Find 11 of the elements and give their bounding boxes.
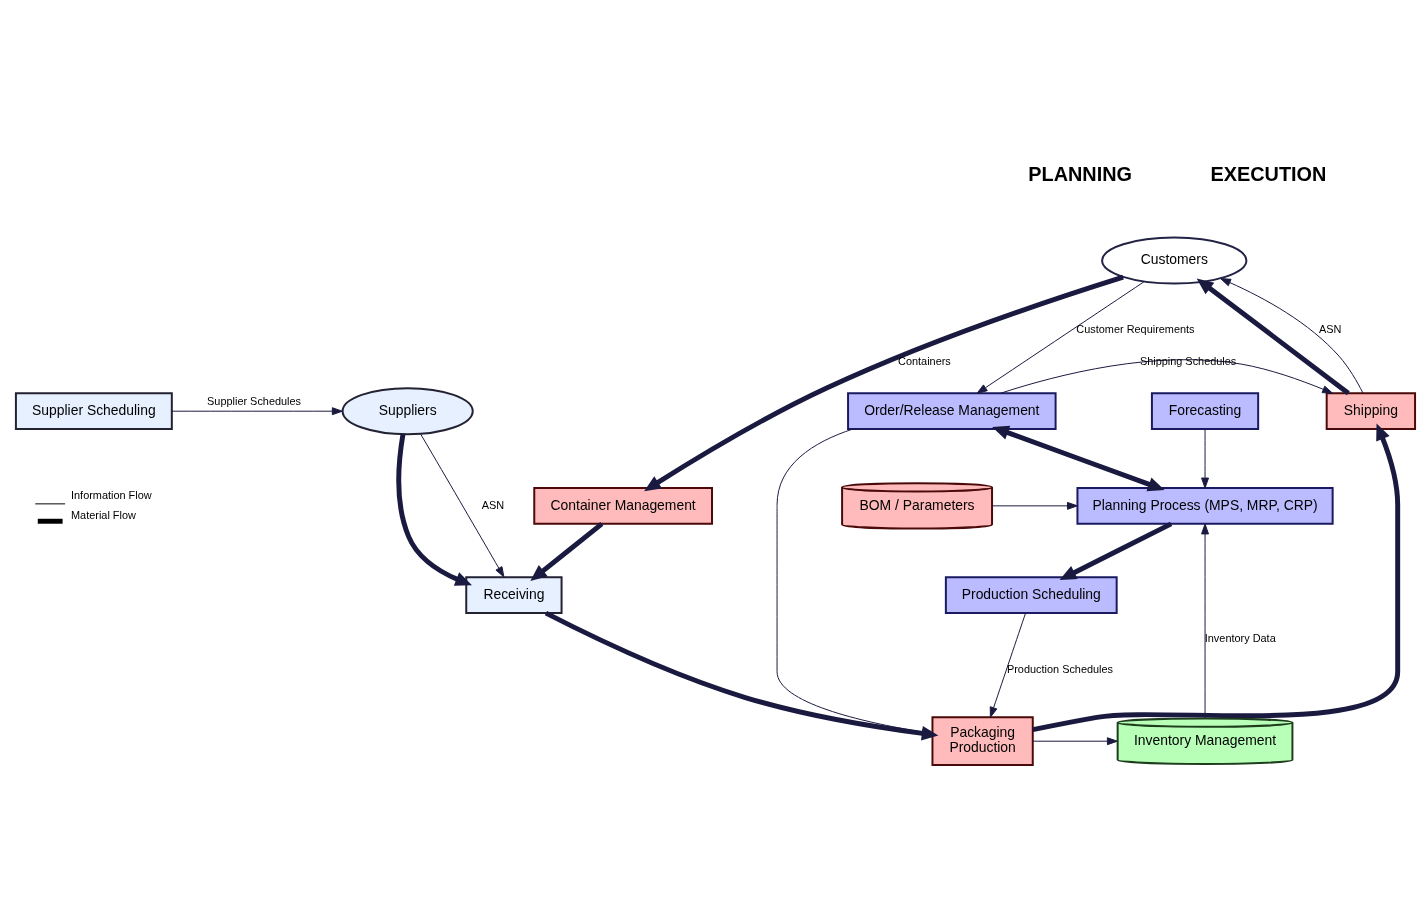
- label: PLANNING: [1028, 162, 1132, 185]
- edge-label: Containers: [898, 354, 951, 367]
- edge-label: Production Schedules: [1006, 663, 1114, 676]
- edge-label: Inventory Data: [1204, 631, 1276, 644]
- label: EXECUTION: [1210, 162, 1327, 185]
- legend-label: Information Flow: [71, 488, 152, 501]
- legend-label: Material Flow: [71, 508, 136, 521]
- edge-label: Customer Requirements: [1076, 323, 1195, 336]
- edge-label: ASN: [481, 498, 505, 511]
- edge-label: Supplier Schedules: [207, 395, 302, 408]
- edge-label: ASN: [1318, 323, 1342, 336]
